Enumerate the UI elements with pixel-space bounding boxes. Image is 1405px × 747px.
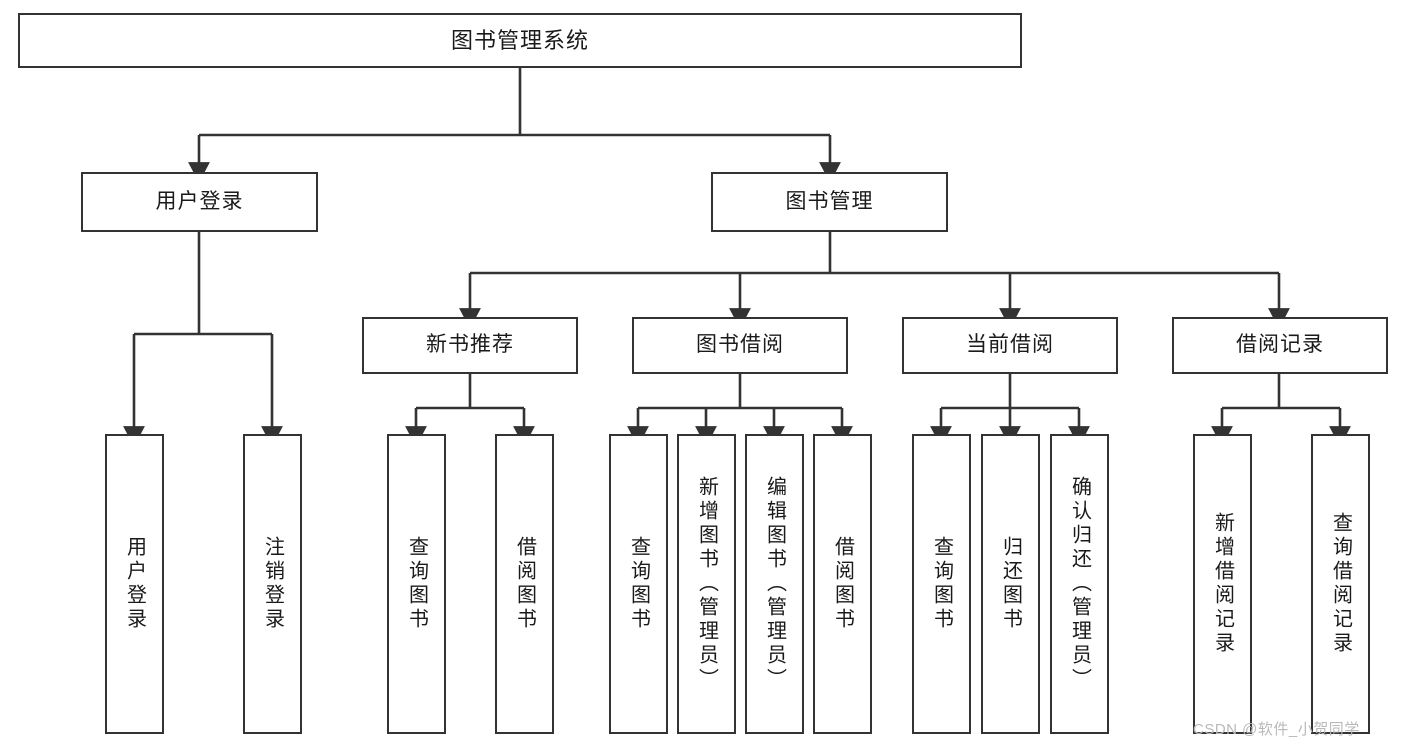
node-label: 查询借阅记录 bbox=[1329, 512, 1352, 656]
node-current-borrow[interactable]: 当前借阅 bbox=[902, 317, 1118, 374]
node-book-borrow[interactable]: 图书借阅 bbox=[632, 317, 848, 374]
node-leaf-query-book-borrow[interactable]: 查询图书 bbox=[609, 434, 668, 734]
node-label: 图书管理 bbox=[785, 189, 874, 213]
node-leaf-query-book-recommend[interactable]: 查询图书 bbox=[387, 434, 446, 734]
node-label: 编辑图书（管理员） bbox=[763, 476, 786, 692]
node-label: 查询图书 bbox=[627, 536, 650, 632]
node-label: 借阅记录 bbox=[1236, 333, 1324, 357]
node-label: 查询图书 bbox=[930, 536, 953, 632]
node-leaf-logout[interactable]: 注销登录 bbox=[243, 434, 302, 734]
node-leaf-edit-book-admin[interactable]: 编辑图书（管理员） bbox=[745, 434, 804, 734]
node-borrow-record[interactable]: 借阅记录 bbox=[1172, 317, 1388, 374]
node-label: 图书管理系统 bbox=[450, 27, 589, 53]
node-label: 新增借阅记录 bbox=[1211, 512, 1234, 656]
node-root-book-management-system[interactable]: 图书管理系统 bbox=[18, 13, 1022, 68]
node-label: 查询图书 bbox=[405, 536, 428, 632]
node-leaf-return-book[interactable]: 归还图书 bbox=[981, 434, 1040, 734]
node-label: 当前借阅 bbox=[966, 333, 1054, 357]
node-leaf-user-login[interactable]: 用户登录 bbox=[105, 434, 164, 734]
csdn-watermark: CSDN @软件_小贺同学 bbox=[1193, 721, 1360, 738]
node-label: 新书推荐 bbox=[426, 333, 514, 357]
node-book-management[interactable]: 图书管理 bbox=[711, 172, 948, 232]
node-leaf-borrow-book-recommend[interactable]: 借阅图书 bbox=[495, 434, 554, 734]
node-leaf-query-book-current[interactable]: 查询图书 bbox=[912, 434, 971, 734]
node-leaf-add-borrow-record[interactable]: 新增借阅记录 bbox=[1193, 434, 1252, 734]
node-leaf-borrow-book[interactable]: 借阅图书 bbox=[813, 434, 872, 734]
node-label: 注销登录 bbox=[261, 536, 284, 632]
node-label: 确认归还（管理员） bbox=[1068, 476, 1091, 692]
node-label: 用户登录 bbox=[155, 189, 244, 213]
node-label: 图书借阅 bbox=[696, 333, 784, 357]
node-leaf-query-borrow-record[interactable]: 查询借阅记录 bbox=[1311, 434, 1370, 734]
node-new-book-recommend[interactable]: 新书推荐 bbox=[362, 317, 578, 374]
node-user-login[interactable]: 用户登录 bbox=[81, 172, 318, 232]
node-label: 借阅图书 bbox=[513, 536, 536, 632]
node-label: 借阅图书 bbox=[831, 536, 854, 632]
node-label: 归还图书 bbox=[999, 536, 1022, 632]
node-leaf-confirm-return-admin[interactable]: 确认归还（管理员） bbox=[1050, 434, 1109, 734]
node-label: 新增图书（管理员） bbox=[695, 476, 718, 692]
node-leaf-add-book-admin[interactable]: 新增图书（管理员） bbox=[677, 434, 736, 734]
node-label: 用户登录 bbox=[123, 536, 146, 632]
